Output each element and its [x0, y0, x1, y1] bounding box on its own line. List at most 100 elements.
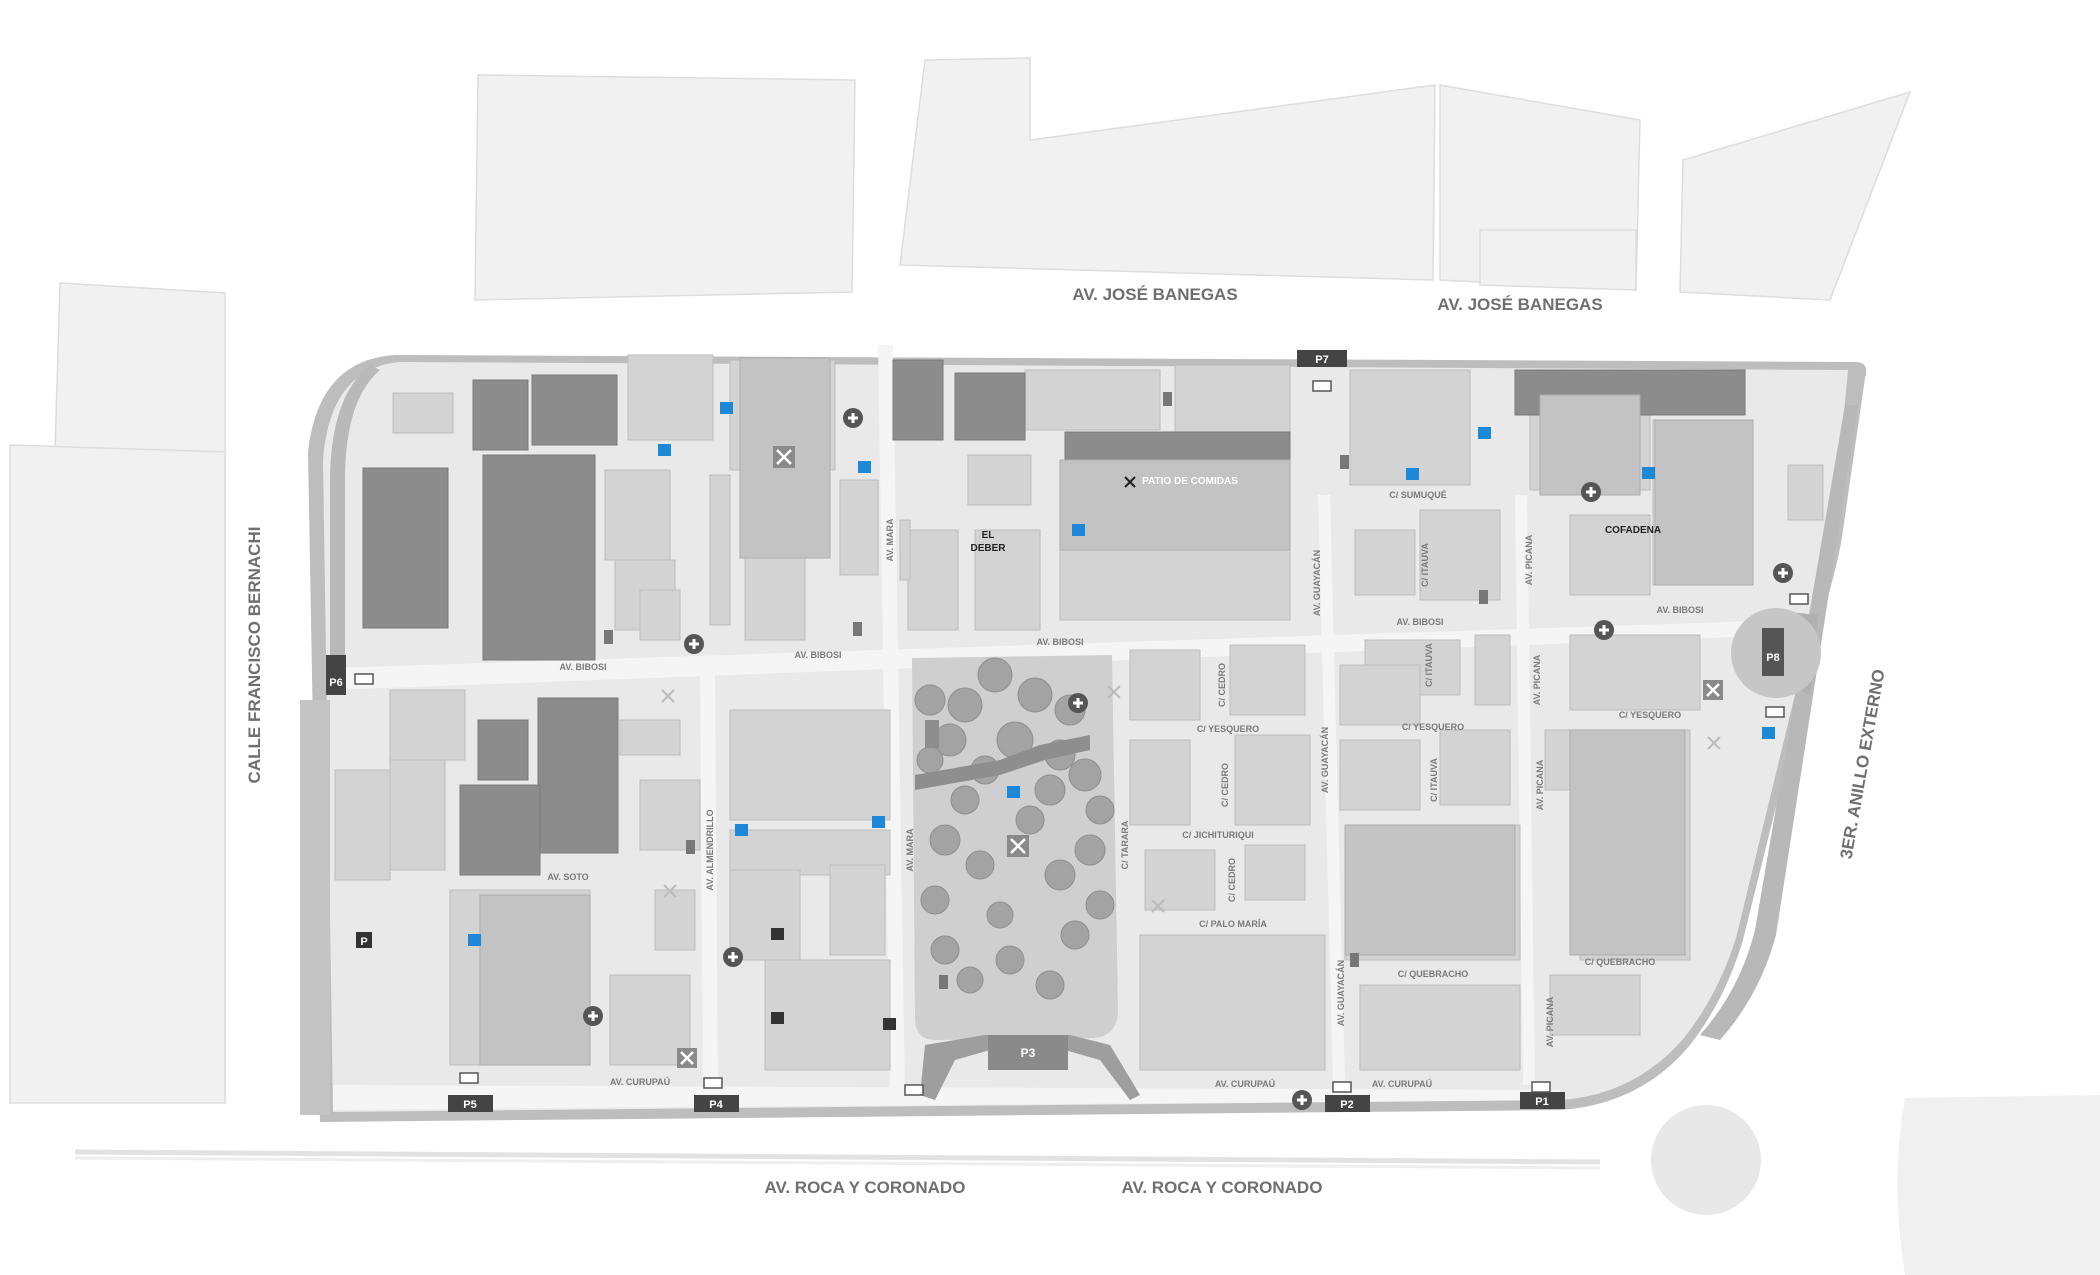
place-el-deber-line2[interactable]: DEBER	[970, 543, 1006, 554]
building	[1349, 369, 1471, 486]
street-bibosi-3: AV. BIBOSI	[1036, 637, 1083, 647]
first-aid-icon[interactable]	[1773, 563, 1793, 583]
food-icon[interactable]	[1124, 476, 1136, 488]
entrance-icons	[354, 380, 1809, 1096]
cross-marker	[663, 884, 677, 898]
street-almendrillo: AV. ALMENDRILLO	[705, 809, 715, 890]
first-aid-icon[interactable]	[583, 1006, 603, 1026]
building	[627, 354, 714, 441]
building	[1569, 729, 1686, 956]
building	[392, 392, 454, 434]
place-cofadena[interactable]: COFADENA	[1605, 525, 1661, 536]
entrance-icon[interactable]	[703, 1077, 723, 1089]
entrance-icon[interactable]	[459, 1072, 479, 1084]
building	[1787, 464, 1824, 521]
parking-p5-badge[interactable]	[448, 1095, 493, 1112]
parking-p-badge[interactable]	[356, 932, 372, 948]
parking-p1-badge[interactable]	[1520, 1092, 1565, 1109]
restroom-icon[interactable]	[858, 461, 871, 473]
fire-extinguisher-icon[interactable]	[853, 622, 862, 636]
entrance-icon[interactable]	[1789, 593, 1809, 605]
entrance-icon[interactable]	[1531, 1081, 1551, 1093]
first-aid-icon[interactable]	[1068, 693, 1088, 713]
entrance-icon[interactable]	[354, 673, 374, 685]
building	[1354, 529, 1416, 596]
west-perimeter-band-2	[300, 700, 330, 1115]
restroom-icon[interactable]	[771, 928, 784, 940]
fire-extinguisher-icon[interactable]	[1479, 590, 1488, 604]
restroom-icon[interactable]	[720, 402, 733, 414]
restroom-icon[interactable]	[468, 934, 481, 946]
tree	[914, 684, 946, 716]
building	[839, 479, 879, 576]
parking-p8-label: P8	[1766, 652, 1779, 664]
restroom-icon[interactable]	[1007, 786, 1020, 798]
buildings-medium	[479, 357, 1754, 1066]
information-icon[interactable]	[1703, 680, 1723, 700]
building	[729, 709, 891, 821]
block-north-center	[899, 57, 1436, 281]
tree	[986, 901, 1014, 929]
parking-p8-badge[interactable]	[1762, 628, 1784, 676]
restroom-icon[interactable]	[1406, 468, 1419, 480]
tree	[920, 885, 950, 915]
entrance-icon[interactable]	[1765, 706, 1785, 718]
building	[1549, 974, 1641, 1036]
building	[362, 467, 449, 629]
first-aid-icon[interactable]	[1594, 620, 1614, 640]
restroom-icon[interactable]	[1642, 467, 1655, 479]
parking-p4-label: P4	[709, 1099, 723, 1111]
parking-p7-badge[interactable]	[1297, 350, 1347, 367]
restroom-icon[interactable]	[1762, 727, 1775, 739]
building	[1359, 984, 1521, 1071]
parking-badges: P7 P6 P5 P4 P3 P2 P1 P8 P	[326, 350, 1784, 1112]
first-aid-icon[interactable]	[843, 408, 863, 428]
entrance-icon[interactable]	[1312, 380, 1332, 392]
parking-p2-label: P2	[1340, 1099, 1353, 1111]
road-bibosi	[333, 620, 1790, 690]
restroom-icon[interactable]	[658, 444, 671, 456]
restroom-icon[interactable]	[1072, 524, 1085, 536]
entrance-icon[interactable]	[1332, 1081, 1352, 1093]
parking-p4-badge[interactable]	[694, 1095, 739, 1112]
cross-marker	[661, 689, 675, 703]
first-aid-icon[interactable]	[723, 947, 743, 967]
building	[654, 889, 696, 951]
fire-extinguisher-icon[interactable]	[1340, 455, 1349, 469]
restroom-icon[interactable]	[735, 824, 748, 836]
parking-p2-badge[interactable]	[1325, 1095, 1370, 1112]
p3-gate	[920, 1035, 1140, 1100]
fire-extinguisher-icon[interactable]	[939, 975, 948, 989]
first-aid-icon[interactable]	[1292, 1090, 1312, 1110]
parking-p1-label: P1	[1535, 1096, 1548, 1108]
place-el-deber-line1[interactable]: EL	[982, 530, 995, 541]
restroom-icon[interactable]	[771, 1012, 784, 1024]
road-curupau	[333, 1085, 1560, 1110]
first-aid-icon[interactable]	[1581, 482, 1601, 502]
internal-street-labels: AV. BIBOSI AV. BIBOSI AV. BIBOSI AV. BIB…	[547, 490, 1703, 1089]
building	[1244, 844, 1306, 901]
restroom-icon[interactable]	[1478, 427, 1491, 439]
building	[729, 829, 891, 876]
west-perimeter-band	[330, 365, 380, 660]
tree	[1060, 920, 1090, 950]
entrance-icon[interactable]	[904, 1084, 924, 1096]
building	[1474, 634, 1511, 706]
tree	[995, 945, 1025, 975]
building	[764, 959, 891, 1071]
cross-marker	[1707, 736, 1721, 750]
fire-extinguisher-icon[interactable]	[686, 840, 695, 854]
information-icon[interactable]	[1007, 835, 1029, 857]
information-icon[interactable]	[677, 1048, 697, 1068]
restroom-icon[interactable]	[883, 1018, 896, 1030]
fire-extinguisher-icon[interactable]	[1163, 392, 1172, 406]
place-patio-de-comidas[interactable]: PATIO DE COMIDAS	[1142, 476, 1238, 487]
fire-extinguisher-icon[interactable]	[1350, 953, 1359, 967]
parking-p6-badge[interactable]	[326, 655, 346, 695]
first-aid-icon[interactable]	[684, 634, 704, 654]
fire-extinguisher-icon[interactable]	[604, 630, 613, 644]
street-picana-4: AV. PICANA	[1545, 996, 1555, 1047]
block-west-1	[54, 282, 226, 456]
information-icon[interactable]	[773, 446, 795, 468]
restroom-icon[interactable]	[872, 816, 885, 828]
